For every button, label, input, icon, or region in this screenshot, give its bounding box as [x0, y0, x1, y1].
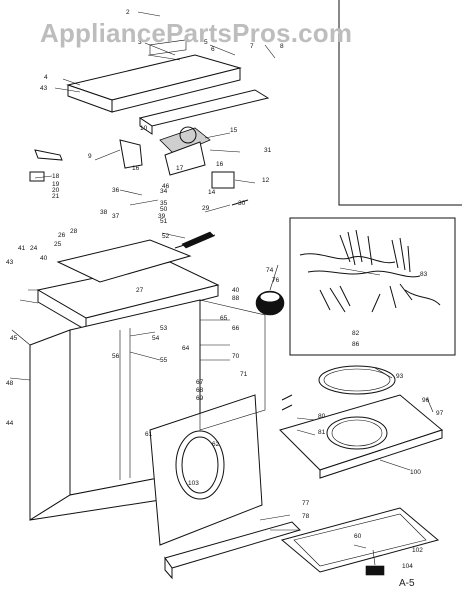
callout-2: 2 — [126, 9, 130, 16]
callout-86: 86 — [352, 341, 360, 348]
callout-15: 15 — [230, 127, 238, 134]
callout-56: 56 — [112, 353, 120, 360]
callout-46: 46 — [162, 183, 170, 190]
callout-41: 41 — [18, 245, 26, 252]
outer-door — [279, 394, 444, 479]
callout-103a: 103 — [188, 480, 199, 487]
callout-5: 5 — [204, 39, 208, 46]
callout-80: 80 — [318, 413, 326, 420]
wiring-harness-inset — [289, 217, 456, 356]
callout-24: 24 — [30, 245, 38, 252]
callout-75: 75 — [256, 302, 264, 309]
control-panel — [138, 89, 270, 135]
callout-45: 45 — [10, 335, 18, 342]
callout-55: 55 — [160, 357, 168, 364]
callout-81: 81 — [318, 429, 326, 436]
switch-bracket — [211, 171, 249, 206]
callout-8: 8 — [280, 43, 284, 50]
door-gasket — [318, 365, 396, 395]
callout-76: 76 — [272, 277, 280, 284]
callout-48: 48 — [6, 380, 14, 387]
callout-60: 60 — [354, 533, 362, 540]
callout-30: 30 — [238, 200, 246, 207]
callout-97: 97 — [436, 410, 444, 417]
callout-51: 51 — [160, 218, 168, 225]
motor — [255, 290, 285, 316]
callout-27: 27 — [136, 287, 144, 294]
callout-31: 31 — [264, 147, 272, 154]
callout-28: 28 — [70, 228, 78, 235]
callout-83: 83 — [420, 271, 428, 278]
callout-88: 88 — [232, 295, 240, 302]
callout-9: 9 — [88, 153, 92, 160]
callout-39: 39 — [158, 213, 166, 220]
callout-36: 36 — [112, 187, 120, 194]
callout-40b: 40 — [232, 287, 240, 294]
callout-71: 71 — [240, 371, 248, 378]
callout-43b: 43 — [6, 259, 14, 266]
callout-102: 102 — [412, 547, 423, 554]
rear-wall — [199, 299, 266, 431]
callout-43a: 43 — [40, 85, 48, 92]
callout-34: 34 — [160, 188, 168, 195]
callout-74: 74 — [266, 267, 274, 274]
front-panel — [149, 394, 263, 546]
callout-66: 66 — [232, 325, 240, 332]
callout-104: 104 — [402, 563, 413, 570]
callout-7: 7 — [250, 43, 254, 50]
small-parts-left — [29, 139, 143, 182]
callout-52: 52 — [162, 233, 170, 240]
callout-20: 20 — [52, 187, 60, 194]
callout-78: 78 — [302, 513, 310, 520]
inner-door — [280, 507, 440, 573]
callout-96: 96 — [422, 397, 430, 404]
callout-44: 44 — [6, 420, 14, 427]
callout-6: 6 — [211, 46, 215, 53]
callout-14: 14 — [208, 189, 216, 196]
inner-panel — [56, 231, 216, 283]
callout-65: 65 — [220, 315, 228, 322]
callout-40: 40 — [40, 255, 48, 262]
callout-35: 35 — [160, 200, 168, 207]
callout-62: 62 — [212, 441, 220, 448]
page-label: A-5 — [399, 578, 415, 589]
callout-labels: 2 3 5 6 7 8 4 43 10 9 16 17 18 19 20 21 … — [6, 9, 444, 570]
callout-67: 67 — [196, 379, 204, 386]
callout-70: 70 — [232, 353, 240, 360]
callout-93: 93 — [396, 373, 404, 380]
callout-16b: 16 — [216, 161, 224, 168]
callout-100: 100 — [410, 469, 421, 476]
callout-17: 17 — [176, 165, 184, 172]
callout-19: 19 — [52, 181, 60, 188]
callout-3: 3 — [138, 39, 142, 46]
callout-77: 77 — [302, 500, 310, 507]
callout-25: 25 — [54, 241, 62, 248]
callout-26: 26 — [58, 232, 66, 239]
latch — [281, 394, 385, 576]
callout-53: 53 — [160, 325, 168, 332]
inset-frame — [338, 0, 462, 206]
motor-assembly — [159, 126, 211, 176]
callout-29: 29 — [202, 205, 210, 212]
callout-69: 69 — [196, 395, 204, 402]
callout-16: 16 — [132, 165, 140, 172]
watermark: AppliancePartsPros.com — [40, 18, 353, 48]
callout-4: 4 — [44, 74, 48, 81]
callout-64: 64 — [182, 345, 190, 352]
callout-21: 21 — [52, 193, 60, 200]
callout-38: 38 — [100, 209, 108, 216]
callout-12: 12 — [262, 177, 270, 184]
callout-61: 61 — [145, 431, 153, 438]
callout-37: 37 — [112, 213, 120, 220]
callout-68: 68 — [196, 387, 204, 394]
callout-10: 10 — [140, 125, 148, 132]
callout-50: 50 — [160, 206, 168, 213]
leader-lines — [9, 11, 434, 566]
callout-54: 54 — [152, 335, 160, 342]
callout-18: 18 — [52, 173, 60, 180]
callout-82: 82 — [352, 330, 360, 337]
